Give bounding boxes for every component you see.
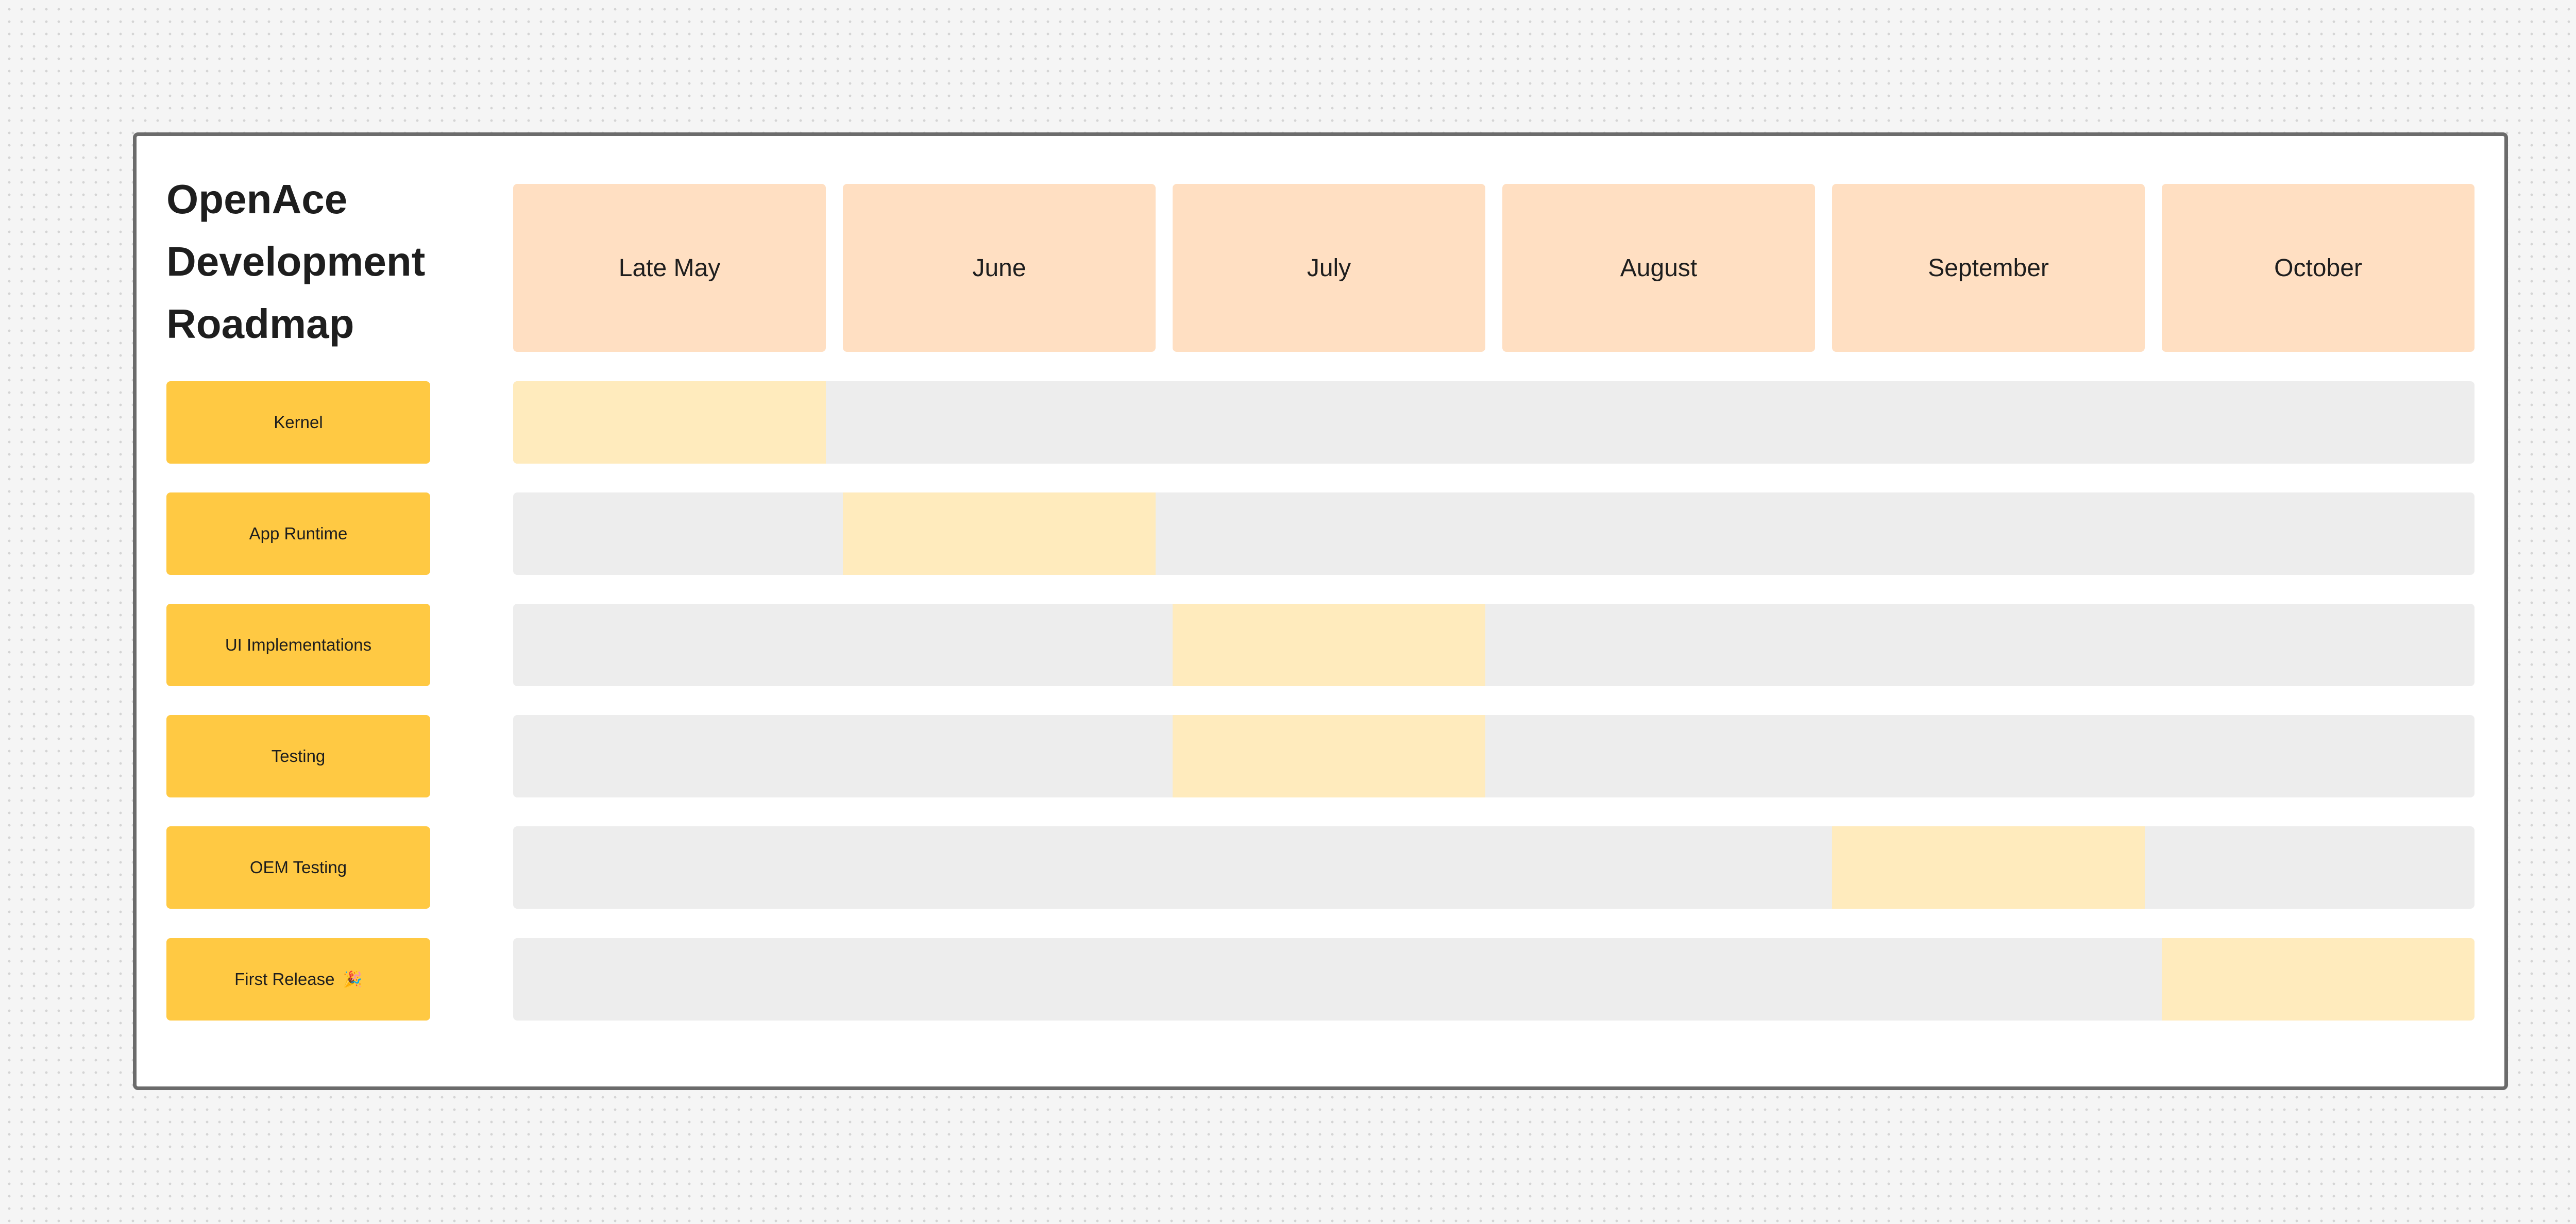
timeline-track-kernel — [513, 381, 2475, 464]
month-header-june: June — [843, 184, 1156, 352]
month-header-october: October — [2162, 184, 2475, 352]
timeline-bar-first-release — [2162, 938, 2475, 1021]
task-label-testing: Testing — [166, 715, 430, 797]
title-line: Roadmap — [166, 301, 354, 347]
task-label-text: First Release — [234, 970, 335, 989]
timeline-track-oem-testing — [513, 826, 2475, 909]
month-header-august: August — [1502, 184, 1815, 352]
title-line: Development — [166, 239, 426, 284]
task-label-app-runtime: App Runtime — [166, 492, 430, 575]
month-header-july: July — [1173, 184, 1485, 352]
timeline-track-ui-implementations — [513, 604, 2475, 686]
party-popper-icon: 🎉 — [343, 971, 362, 988]
task-label-first-release: First Release 🎉 — [166, 938, 430, 1021]
task-label-text: Testing — [271, 746, 326, 766]
month-header-september: September — [1832, 184, 2145, 352]
task-label-text: Kernel — [274, 413, 323, 432]
month-header-late-may: Late May — [513, 184, 826, 352]
title-line: OpenAce — [166, 176, 348, 222]
timeline-track-testing — [513, 715, 2475, 797]
task-label-text: OEM Testing — [249, 858, 347, 877]
task-label-kernel: Kernel — [166, 381, 430, 464]
task-label-oem-testing: OEM Testing — [166, 826, 430, 909]
timeline-bar-kernel — [513, 381, 826, 464]
task-label-text: UI Implementations — [225, 635, 372, 654]
timeline-bar-testing — [1173, 715, 1485, 797]
task-label-ui-implementations: UI Implementations — [166, 604, 430, 686]
task-label-text: App Runtime — [249, 524, 348, 543]
timeline-track-app-runtime — [513, 492, 2475, 575]
timeline-bar-oem-testing — [1832, 826, 2145, 909]
roadmap-title: OpenAce Development Roadmap — [166, 168, 455, 355]
timeline-track-first-release — [513, 938, 2475, 1021]
timeline-bar-ui-implementations — [1173, 604, 1485, 686]
timeline-bar-app-runtime — [843, 492, 1156, 575]
